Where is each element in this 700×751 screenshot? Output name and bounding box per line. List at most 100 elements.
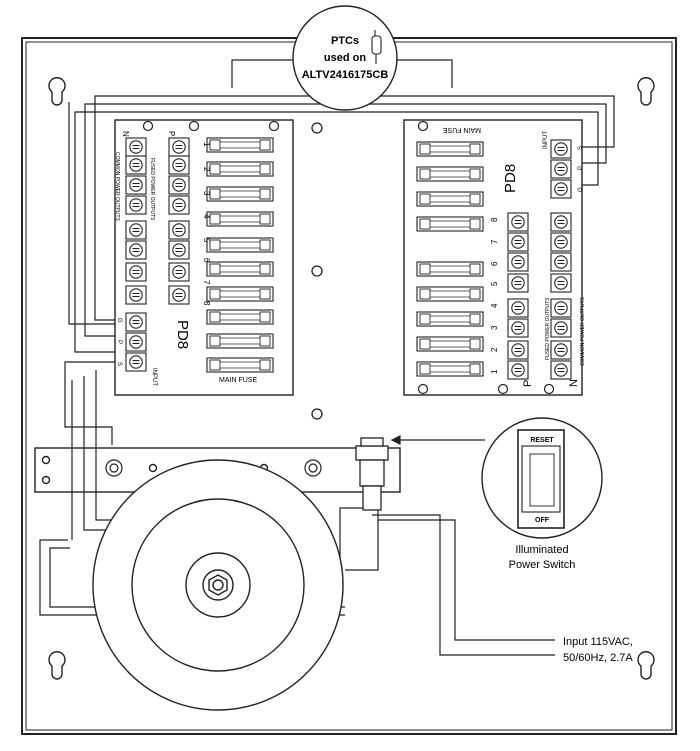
right-board-common-label: COMMON POWER OUTPUTS (580, 296, 586, 366)
left-common-terminal-3-screw-icon (129, 178, 143, 192)
left-input-terminal-3-slot (132, 360, 140, 364)
right-fuse-7-cap-left (419, 313, 431, 325)
right-board-main-fuse: MAIN FUSE (443, 126, 481, 133)
right-fused-terminal-2-slot (514, 240, 522, 244)
right-fused-terminal-5-screw-icon (511, 301, 525, 315)
left-board-main-fuse: MAIN FUSE (219, 377, 257, 384)
left-fused-terminal-5-slot (175, 228, 183, 232)
right-fused-terminal-1-slot (514, 220, 522, 224)
ptc-icon (371, 30, 382, 64)
right-fused-terminal-1-screw-icon (511, 215, 525, 229)
right-fuse-5-cap-right (469, 263, 481, 275)
left-channel-number-5: 5 (202, 238, 211, 243)
left-fuse-10-cap-right (259, 359, 271, 371)
ptc-callout-line3: ALTV2416175CB (302, 69, 389, 81)
left-fuse-6-cap-left (209, 263, 221, 275)
right-fuse-4-cap-right (469, 218, 481, 230)
left-fuse-7-cap-right (259, 288, 271, 300)
left-board-common-label: COMMON POWER OUTPUTS (114, 152, 120, 222)
ptc-magnify-circle (292, 5, 398, 111)
left-fused-terminal-4-screw-icon (172, 198, 186, 212)
left-fuse-5-cap-right (259, 239, 271, 251)
right-common-terminal-2-screw-icon (554, 235, 568, 249)
right-board-model: PD8 (502, 164, 519, 193)
left-fuse-9-cap-right (259, 335, 271, 347)
left-input-terminal-2-screw-icon (129, 335, 143, 349)
left-input-terminal-3-screw-icon (129, 355, 143, 369)
left-fuse-6-cap-right (259, 263, 271, 275)
left-fuse-3-body (219, 190, 261, 198)
ptc-callout-line1: PTCs (331, 35, 359, 47)
right-fuse-2-body (429, 170, 471, 178)
left-board-p-label: P (167, 131, 176, 136)
right-channel-number-1: 8 (490, 217, 499, 222)
right-input-terminal-3-screw-icon (554, 182, 568, 196)
right-fused-terminal-3-slot (514, 260, 522, 264)
left-common-terminal-4-slot (132, 203, 140, 207)
input-callout-line1: Input 115VAC, (563, 636, 633, 648)
left-channel-number-6: 6 (202, 258, 211, 263)
right-fused-terminal-4-screw-icon (511, 276, 525, 290)
right-input-terminal-3-slot (557, 187, 565, 191)
right-fuse-1-body (429, 145, 471, 153)
left-fuse-9-cap-left (209, 335, 221, 347)
right-fuse-3-cap-left (419, 193, 431, 205)
right-common-terminal-3-screw-icon (554, 255, 568, 269)
left-board-n-label: N (121, 131, 130, 137)
left-board-input-term-g: G (116, 318, 122, 323)
left-board-input-term-s: S (116, 362, 122, 366)
left-fuse-8-cap-left (209, 311, 221, 323)
left-fuse-2-cap-right (259, 163, 271, 175)
right-fuse-6-body (429, 290, 471, 298)
left-board-model: PD8 (174, 320, 191, 349)
left-fuse-4-cap-right (259, 213, 271, 225)
right-channel-number-8: 1 (490, 369, 499, 374)
left-common-terminal-6-screw-icon (129, 243, 143, 257)
right-common-terminal-1-slot (557, 220, 565, 224)
right-channel-number-5: 4 (490, 303, 499, 308)
left-channel-number-3: 3 (202, 191, 211, 196)
left-fused-terminal-3-screw-icon (172, 178, 186, 192)
right-fused-terminal-6-screw-icon (511, 321, 525, 335)
right-common-terminal-2-slot (557, 240, 565, 244)
left-input-terminal-1-slot (132, 320, 140, 324)
right-fuse-4-body (429, 220, 471, 228)
switch-callout-line1: Illuminated (515, 544, 568, 556)
left-fuse-2-body (219, 165, 261, 173)
right-fused-terminal-7-slot (514, 348, 522, 352)
left-fuse-8-body (219, 313, 261, 321)
left-fused-terminal-8-slot (175, 293, 183, 297)
right-common-terminal-3-slot (557, 260, 565, 264)
left-fuse-5-body (219, 241, 261, 249)
right-channel-number-3: 6 (490, 261, 499, 266)
right-fused-terminal-4-slot (514, 281, 522, 285)
left-fuse-10-body (219, 361, 261, 369)
right-board-input-term-g: G (578, 187, 584, 192)
left-common-terminal-1-slot (132, 145, 140, 149)
left-common-terminal-2-screw-icon (129, 158, 143, 172)
left-common-terminal-2-slot (132, 163, 140, 167)
right-fuse-5-cap-left (419, 263, 431, 275)
switch-off-label: OFF (535, 517, 550, 524)
left-common-terminal-5-screw-icon (129, 223, 143, 237)
right-fused-terminal-8-slot (514, 368, 522, 372)
left-fused-terminal-4-slot (175, 203, 183, 207)
left-fuse-8-cap-right (259, 311, 271, 323)
left-fuse-10-cap-left (209, 359, 221, 371)
transformer-toroid (92, 459, 344, 711)
right-common-terminal-7-screw-icon (554, 343, 568, 357)
left-channel-number-8: 8 (202, 301, 211, 306)
switch-reset-label: RESET (530, 437, 554, 444)
right-fuse-4-cap-left (419, 218, 431, 230)
left-channel-number-4: 4 (202, 214, 211, 219)
left-common-terminal-4-screw-icon (129, 198, 143, 212)
bracket-nut-icon (105, 459, 322, 477)
right-board-input: INPUT (543, 131, 549, 149)
right-common-terminal-5-slot (557, 306, 565, 310)
left-fused-terminal-7-screw-icon (172, 265, 186, 279)
right-board-n-label: N (568, 379, 580, 387)
left-common-terminal-8-screw-icon (129, 288, 143, 302)
left-fuse-1-cap-right (259, 139, 271, 151)
